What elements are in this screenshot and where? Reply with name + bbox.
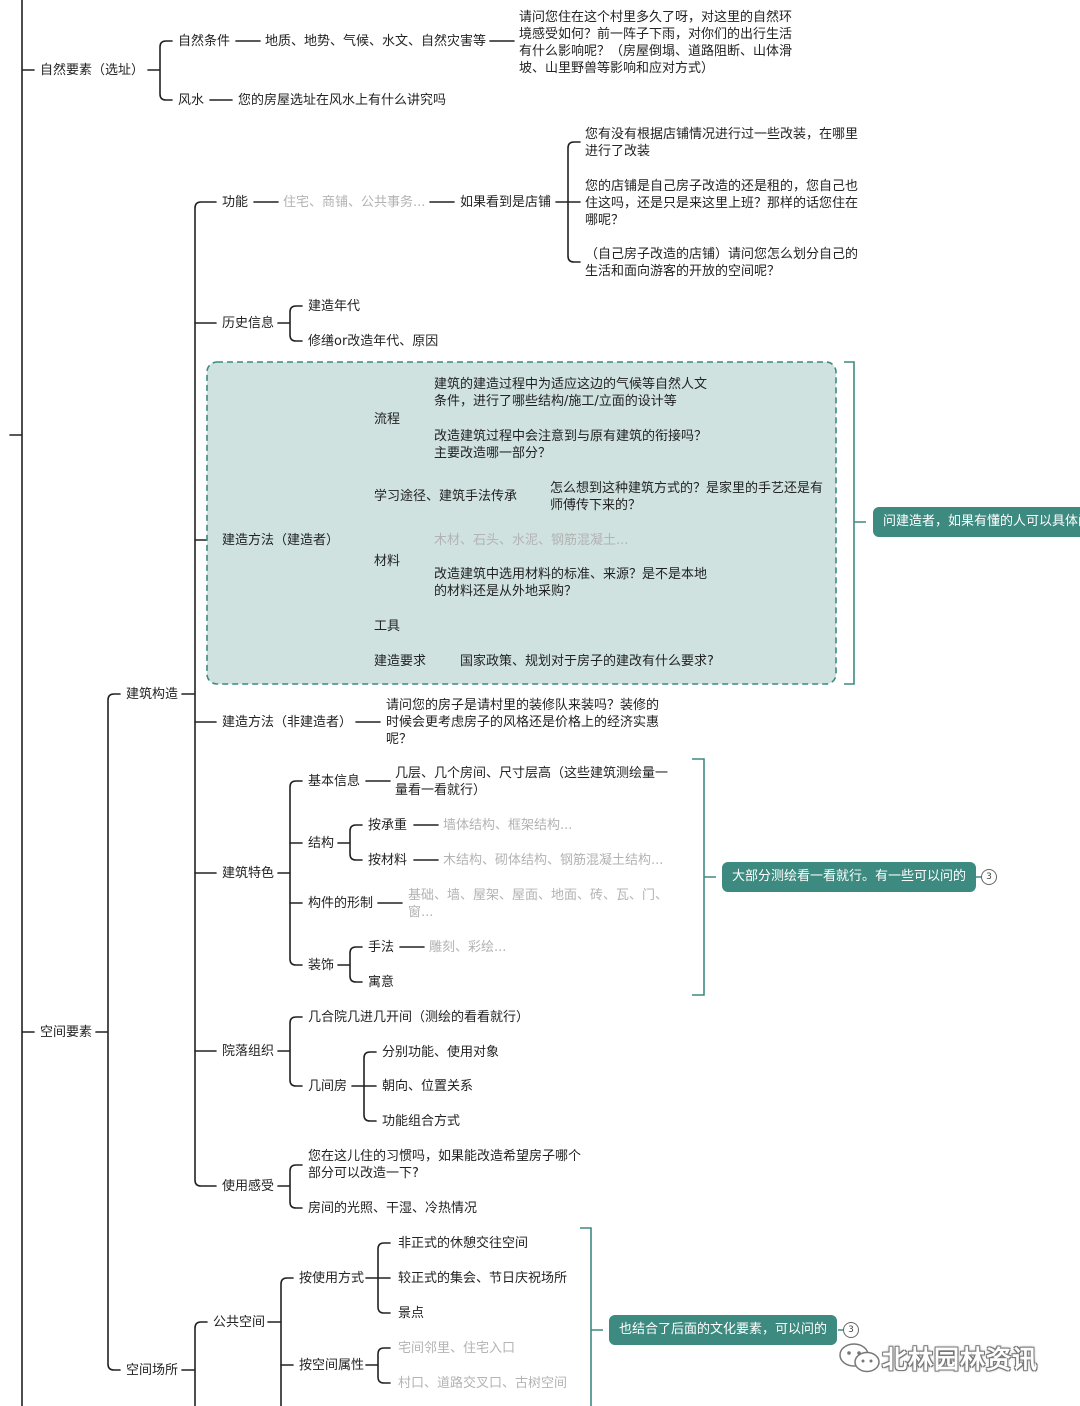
node-decoration: 装饰 xyxy=(308,958,335,973)
node-function: 功能 xyxy=(222,195,249,210)
node-process: 流程 xyxy=(374,412,401,427)
node-rooms-function: 分别功能、使用对象 xyxy=(382,1045,500,1060)
node-by-load-hint: 墙体结构、框架结构... xyxy=(443,818,573,833)
node-rooms-orientation: 朝向、位置关系 xyxy=(382,1079,474,1094)
node-requirement: 建造要求 xyxy=(374,654,427,669)
node-features: 建筑特色 xyxy=(222,866,275,881)
callout-builder: 问建造者，如果有懂的人可以具体问 xyxy=(873,507,1080,537)
node-tool: 工具 xyxy=(374,619,401,634)
node-space: 空间要素 xyxy=(40,1025,93,1040)
node-architecture: 建筑构造 xyxy=(126,687,179,702)
node-build-year: 建造年代 xyxy=(308,299,361,314)
node-repair-year: 修缮or改造年代、原因 xyxy=(308,334,439,349)
node-shop-question-3: （自己房子改造的店铺）请问您怎么划分自己的生活和面向游客的开放的空间呢？ xyxy=(585,247,859,279)
node-nature-question: 请问您住在这个村里多久了呀，对这里的自然环境感受如何？前一阵子下雨，对你们的出行… xyxy=(519,10,793,76)
node-shop-question-2: 您的店铺是自己房子改造的还是租的，您自己也住这吗，还是只是来这里上班？那样的话您… xyxy=(585,179,859,228)
node-by-material-hint: 木结构、砌体结构、钢筋混凝土结构... xyxy=(443,853,664,868)
node-use-scenic: 景点 xyxy=(398,1306,425,1321)
badge-culture-count[interactable]: 3 xyxy=(843,1322,859,1338)
node-material-hint: 木材、石头、水泥、钢筋混凝土... xyxy=(434,533,629,548)
node-component: 构件的形制 xyxy=(308,896,374,911)
node-requirement-question: 国家政策、规划对于房子的建改有什么要求? xyxy=(460,654,714,669)
node-by-attribute: 按空间属性 xyxy=(299,1358,365,1373)
node-attr-neighborhood: 宅间邻里、住宅入口 xyxy=(398,1341,516,1356)
node-basic-info: 基本信息 xyxy=(308,774,361,789)
node-by-material: 按材料 xyxy=(368,853,408,868)
node-rooms: 几间房 xyxy=(308,1079,348,1094)
node-learning: 学习途径、建筑手法传承 xyxy=(374,489,518,504)
node-place: 空间场所 xyxy=(126,1363,179,1378)
node-meaning: 寓意 xyxy=(368,975,395,990)
node-history: 历史信息 xyxy=(222,316,275,331)
node-technique: 手法 xyxy=(368,940,395,955)
node-fengshui: 风水 xyxy=(178,93,205,108)
node-natural-conditions: 自然条件 xyxy=(178,34,231,49)
node-structure: 结构 xyxy=(308,836,335,851)
node-attr-village-entrance: 村口、道路交叉口、古树空间 xyxy=(398,1376,568,1391)
node-courtyard: 院落组织 xyxy=(222,1044,275,1059)
badge-survey-count[interactable]: 3 xyxy=(981,869,997,885)
node-material: 材料 xyxy=(374,554,401,569)
node-usage-question-1: 您在这儿住的习惯吗，如果能改造希望房子哪个部分可以改造一下? xyxy=(308,1149,582,1181)
node-rooms-combination: 功能组合方式 xyxy=(382,1114,461,1129)
node-natural-conditions-detail: 地质、地势、气候、水文、自然灾害等 xyxy=(265,34,487,49)
node-use-informal: 非正式的休憩交往空间 xyxy=(398,1236,529,1251)
node-fengshui-question: 您的房屋选址在风水上有什么讲究吗 xyxy=(238,93,447,108)
node-process-question-1: 建筑的建造过程中为适应这边的气候等自然人文条件，进行了哪些结构/施工/立面的设计… xyxy=(434,377,708,409)
node-function-hint: 住宅、商铺、公共事务... xyxy=(283,195,426,210)
node-nature: 自然要素（选址） xyxy=(40,63,145,78)
node-if-shop: 如果看到是店铺 xyxy=(460,195,552,210)
node-shop-question-1: 您有没有根据店铺情况进行过一些改装，在哪里进行了改装 xyxy=(585,127,859,159)
node-process-question-2: 改造建筑过程中会注意到与原有建筑的衔接吗？主要改造哪一部分？ xyxy=(434,429,708,461)
node-usage-question-2: 房间的光照、干湿、冷热情况 xyxy=(308,1201,478,1216)
callout-culture: 也结合了后面的文化要素，可以问的 xyxy=(609,1315,838,1345)
wechat-icon xyxy=(839,1343,880,1373)
node-method-builder: 建造方法（建造者） xyxy=(222,533,340,548)
watermark: 北林园林资讯 xyxy=(838,1340,1053,1376)
node-public-space: 公共空间 xyxy=(213,1315,266,1330)
node-by-load: 按承重 xyxy=(368,818,408,833)
node-component-hint: 基础、墙、屋架、屋面、地面、砖、瓦、门、窗... xyxy=(408,888,669,920)
node-material-question: 改造建筑中选用材料的标准、来源？是不是本地的材料还是从外地采购？ xyxy=(434,567,708,599)
node-nonbuilder-question: 请问您的房子是请村里的装修队来装吗？装修的时候会更考虑房子的风格还是价格上的经济… xyxy=(386,698,660,747)
node-learning-question: 怎么想到这种建筑方式的？是家里的手艺还是有师傅传下来的？ xyxy=(550,481,824,513)
node-courtyard-layout: 几合院几进几开间（测绘的看看就行） xyxy=(308,1010,530,1025)
node-by-use: 按使用方式 xyxy=(299,1271,365,1286)
node-technique-hint: 雕刻、彩绘... xyxy=(429,940,507,955)
watermark-text: 北林园林资讯 xyxy=(882,1345,1039,1374)
node-method-nonbuilder: 建造方法（非建造者） xyxy=(222,715,353,730)
node-basic-info-question: 几层、几个房间、尺寸层高（这些建筑测绘量一量看一看就行） xyxy=(395,766,669,798)
node-usage: 使用感受 xyxy=(222,1179,275,1194)
node-use-formal: 较正式的集会、节日庆祝场所 xyxy=(398,1271,568,1286)
callout-survey: 大部分测绘看一看就行。有一些可以问的 xyxy=(722,862,977,892)
